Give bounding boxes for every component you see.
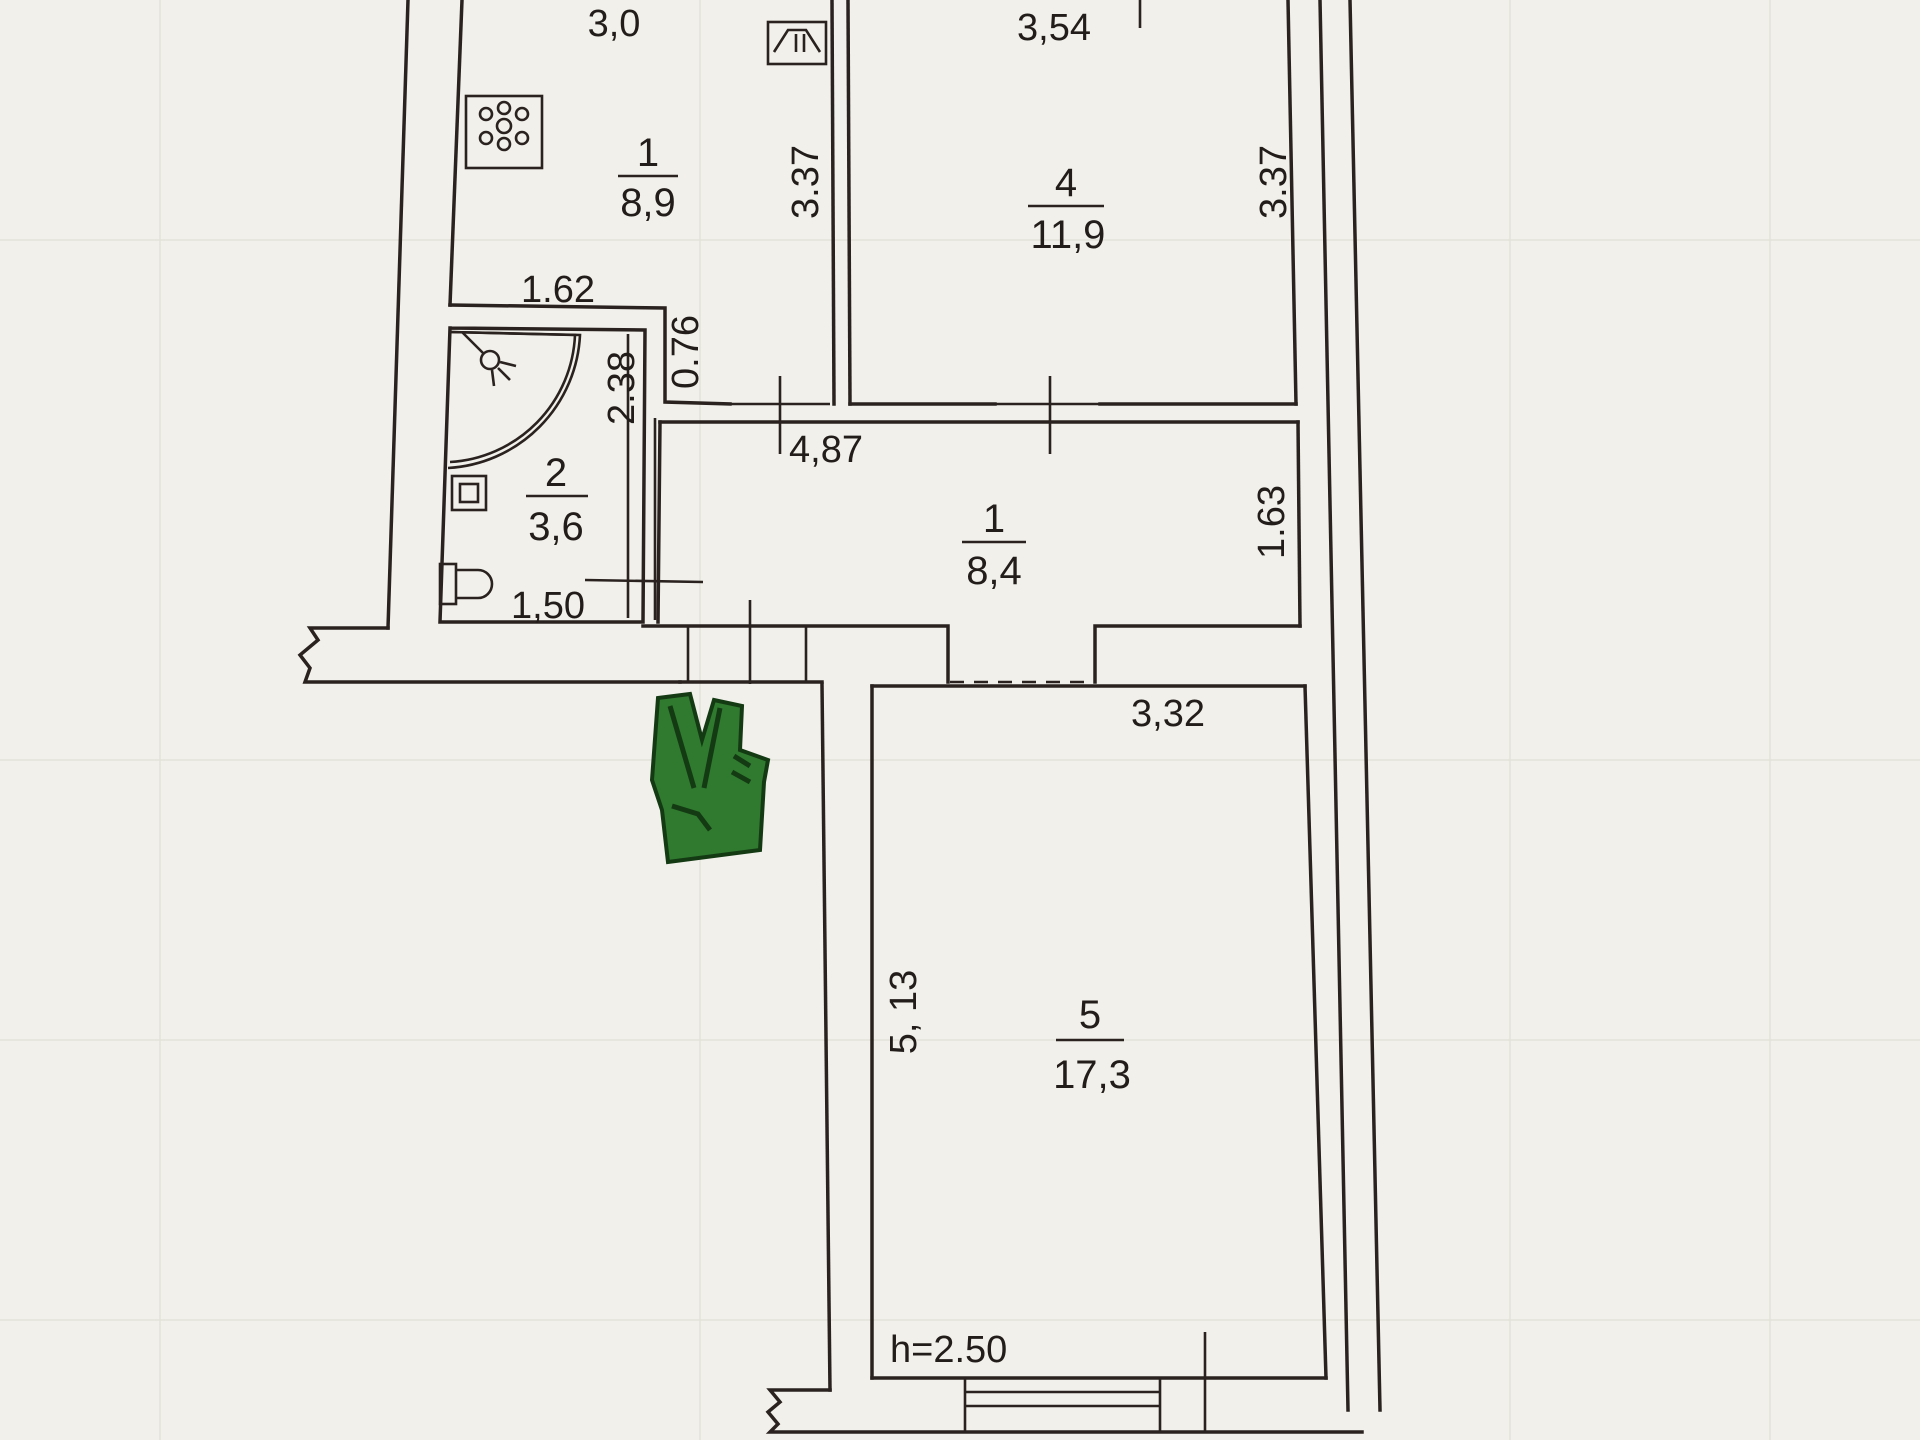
dim-room4-depth: 3.37	[1253, 145, 1295, 219]
room-3-area: 8,9	[620, 181, 676, 225]
dim-niche: 0.76	[665, 315, 707, 389]
room-1-corridor	[641, 376, 1302, 684]
dim-hall-depth: 1.63	[1251, 485, 1293, 559]
dim-hall-length: 4,87	[789, 429, 863, 471]
dim-bath-side: 2.38	[601, 351, 643, 425]
radiator-icon	[766, 20, 828, 66]
room-label-4: 4 11,9	[1028, 161, 1105, 257]
victory-hand-icon	[649, 691, 771, 865]
shower-icon	[461, 331, 517, 387]
dim-room4-width: 3,54	[1017, 7, 1091, 49]
dim-room5-length: 5, 13	[883, 970, 925, 1055]
room-5-area: 17,3	[1053, 1053, 1131, 1097]
room-2-number: 2	[545, 451, 567, 495]
room-4	[848, 0, 1298, 406]
room-3-number: 1	[637, 131, 659, 175]
dimension-labels: 3,0 3,54 3.37 3.37 1.62 0.76 2.38 4,87 1…	[511, 3, 1295, 1371]
stove-icon	[464, 94, 544, 170]
room-2-bathroom	[438, 326, 704, 624]
room-2-area: 3,6	[528, 505, 584, 549]
dim-room5-width: 3,32	[1131, 693, 1205, 735]
room-1-number: 1	[983, 497, 1005, 541]
room-label-3: 1 8,9	[618, 131, 678, 225]
room-4-area: 11,9	[1031, 213, 1106, 257]
sink-icon	[450, 474, 488, 512]
room-1-area: 8,4	[966, 549, 1022, 593]
dim-bath-bottom: 1,50	[511, 585, 585, 627]
room-label-5: 5 17,3	[1053, 993, 1131, 1097]
room-4-number: 4	[1055, 161, 1077, 205]
dim-kitchen-depth: 3.37	[785, 145, 827, 219]
room-5	[870, 684, 1328, 1432]
room-label-1: 1 8,4	[962, 497, 1026, 593]
ceiling-height: h=2.50	[890, 1329, 1007, 1371]
outer-walls	[297, 0, 1382, 1434]
dim-kitchen-width: 3,0	[588, 3, 641, 45]
room-5-number: 5	[1079, 993, 1101, 1037]
dim-bath-top: 1.62	[521, 269, 595, 311]
room-label-2: 2 3,6	[526, 451, 588, 549]
room-3-kitchen	[448, 0, 852, 406]
toilet-icon	[438, 562, 494, 606]
